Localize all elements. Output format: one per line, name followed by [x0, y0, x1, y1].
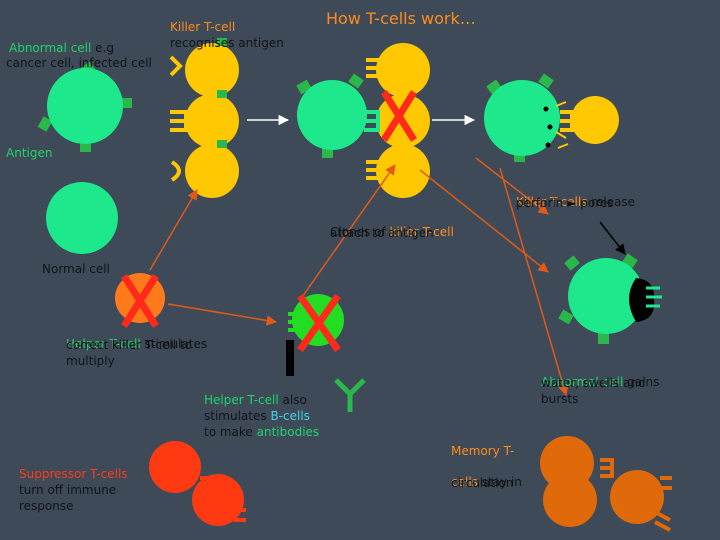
- helper-rest-text: stimulates: [140, 337, 208, 351]
- clones-of-text: Clones of: [330, 225, 390, 239]
- abnormal-cell-1: [37, 61, 132, 152]
- clones-killer-term: killer T-cell: [389, 225, 454, 239]
- killer-release-term: Killer T-cells: [516, 195, 588, 209]
- label-memory-line2: cells stay in: [451, 460, 522, 490]
- helper2-term: Helper T-cell: [204, 393, 279, 407]
- recognises-text: recognises antigen: [170, 36, 284, 50]
- label-helper: Helper T-cell stimulates: [66, 322, 207, 352]
- killer-t-clone-top: [366, 43, 430, 97]
- killer-t-cell-3: [170, 140, 239, 198]
- label-abnormal2-line2: water, swells and: [541, 376, 646, 390]
- arrow-normal-to-killer: [149, 189, 198, 271]
- label-abnormal2: Abnormal cell gains: [541, 360, 659, 390]
- page-title: How T-cells work…: [326, 9, 476, 28]
- label-clones-line2: attach to antigen: [330, 226, 434, 240]
- label-helper2-line3: to make antibodies: [204, 410, 319, 440]
- label-memory: Memory T-: [451, 444, 515, 458]
- abnormal-cell-bursting: [558, 253, 662, 344]
- helper-t-cell: [288, 293, 344, 353]
- label-suppressor: Suppressor T-cells: [19, 467, 128, 481]
- memory-rest-text: stay in: [477, 475, 522, 489]
- suppressor-t-cell-2: [192, 474, 246, 526]
- label-killer-release: Killer T-cells release: [516, 180, 635, 210]
- abnormal-cell-3: [484, 73, 560, 162]
- normal-cell-cross: [115, 273, 165, 328]
- label-memory-line3: circulation: [451, 476, 514, 490]
- killer-t-cell-1: [169, 38, 239, 97]
- cross-icon: [381, 90, 417, 142]
- label-recognises-antigen: recognises antigen: [170, 21, 284, 51]
- arrow-helper-to-clone: [299, 164, 396, 301]
- killer-t-cell-term: Killer T-cell: [170, 20, 236, 34]
- arrow-clones-to-memory: [499, 167, 569, 397]
- normal-cell: [46, 182, 118, 254]
- label-suppressor-line3: response: [19, 499, 74, 513]
- label-helper-line2: correct killer T-cell to: [66, 338, 192, 352]
- label-suppressor-line2: turn off immune: [19, 483, 117, 497]
- abnormal-line2-text: cancer cell, infected cell: [6, 56, 152, 70]
- stimulates-text: stimulates: [204, 409, 271, 423]
- label-helper2: Helper T-cell also: [204, 378, 307, 408]
- label-abnormal-line2: cancer cell, infected cell: [6, 41, 152, 71]
- b-cells-term: B-cells: [270, 409, 310, 423]
- abnormal2-rest-text: gains: [623, 375, 660, 389]
- killer-t-cell-2: [170, 90, 239, 148]
- helper-t-cell-term: Helper T-cell: [66, 337, 141, 351]
- arrow-burst: [419, 169, 549, 273]
- label-normal-cell: Normal cell: [42, 262, 110, 276]
- label-perforin: perforin ► pores: [516, 196, 614, 210]
- abnormal-cell-2: [296, 73, 367, 158]
- label-killer-t-cell: Killer T-cell: [170, 5, 235, 35]
- label-abnormal-cell: Abnormal cell e.g: [9, 26, 114, 56]
- arrow-clones-to-abnormal: [475, 157, 549, 215]
- memory-t-cell-3: [610, 470, 672, 532]
- killer-t-cell-attacking: [555, 96, 619, 149]
- antibodies-term: antibodies: [256, 425, 320, 439]
- helper2-rest-text: also: [278, 393, 307, 407]
- antibody-icon: [286, 340, 366, 412]
- label-abnormal2-line3: bursts: [541, 392, 579, 406]
- label-helper-line3: multiply: [66, 354, 115, 368]
- memory-t-cell-2: [543, 473, 597, 527]
- memory-cells-term: cells: [451, 475, 478, 489]
- label-clones: Clones of killer T-cell: [330, 210, 454, 240]
- abnormal2-term: Abnormal cell: [541, 375, 624, 389]
- abnormal-cell-term: Abnormal cell: [9, 41, 92, 55]
- label-antigen: Antigen: [6, 146, 53, 160]
- arrow-perforin: [599, 221, 626, 255]
- killer-t-clone-bottom: [366, 144, 430, 198]
- abnormal-eg-text: e.g: [91, 41, 114, 55]
- to-make-text: to make: [204, 425, 257, 439]
- label-helper2-line2: stimulates B-cells: [204, 394, 310, 424]
- arrow-abnormal-to-helper: [167, 303, 278, 326]
- release-text: release: [587, 195, 636, 209]
